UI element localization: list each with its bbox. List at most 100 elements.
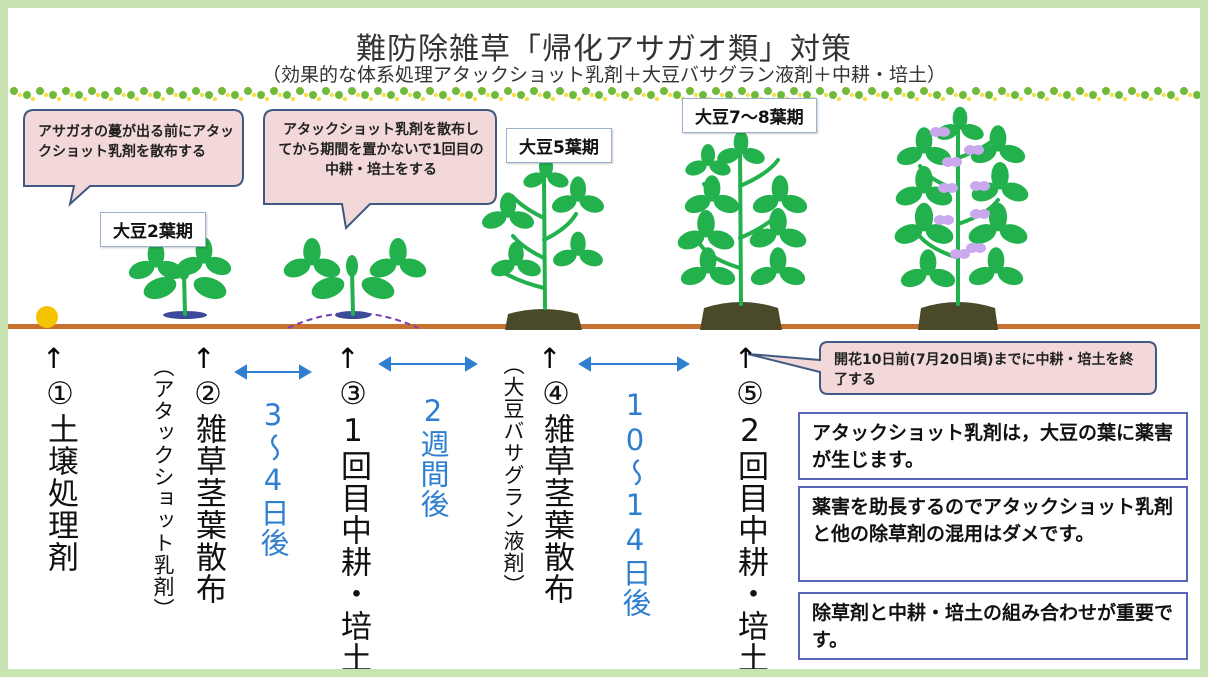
- vine-leaf-dot: [322, 87, 330, 95]
- interval-arrow-2-left-icon: [378, 356, 391, 372]
- vine-leaf-dot: [166, 87, 174, 95]
- vine-leaf-dot: [764, 87, 772, 95]
- vine-flower-dot: [30, 96, 36, 102]
- flower-icon: [938, 127, 950, 137]
- plant-2-leaf-leaflet: [399, 258, 427, 278]
- plant-5-leaf-leaflet: [925, 224, 954, 244]
- vine-flower-dot: [407, 92, 413, 98]
- plant-3-leaf-leaflet: [569, 176, 587, 202]
- soil-mound-1: [505, 309, 582, 330]
- interval-arrow-3-left-icon: [578, 356, 591, 372]
- vine-flower-dot: [472, 96, 478, 102]
- plant-3-leaf-leaflet: [579, 249, 603, 267]
- plant-4-leaf-leaflet: [684, 194, 711, 214]
- plant-4-leaf-leaflet: [707, 230, 735, 250]
- vine-leaf-dot: [790, 87, 798, 95]
- page-subtitle: （効果的な体系処理アタックショット乳剤＋大豆バサグラン液剤＋中耕・培土）: [261, 64, 946, 86]
- plant-4-leaf-leaflet: [699, 247, 717, 274]
- vine-leaf-dot: [530, 87, 538, 95]
- vine-flower-dot: [745, 92, 751, 98]
- plant-5-leaf-leaflet: [988, 202, 1008, 232]
- vine-leaf-dot: [296, 87, 304, 95]
- vine-flower-dot: [875, 92, 881, 98]
- tilled-soil-outline: [287, 312, 419, 329]
- vine-leaf-dot: [23, 91, 31, 99]
- diagram-canvas: 難防除雑草「帰化アサガオ類」対策 （効果的な体系処理アタックショット乳剤＋大豆バ…: [8, 8, 1200, 669]
- vine-leaf-dot: [426, 87, 434, 95]
- vine-leaf-dot: [140, 87, 148, 95]
- plant-3-leaf-leaflet: [517, 259, 541, 277]
- note-no-mixing: 薬害を助長するのでアタックショット乳剤と他の除草剤の混用はダメです。: [798, 486, 1188, 582]
- vine-leaf-dot: [725, 91, 733, 99]
- plant-4-leaf-leaflet: [742, 148, 765, 164]
- vine-flower-dot: [1018, 96, 1024, 102]
- plant-3-leaf-leaflet: [509, 211, 535, 229]
- flower-icon: [974, 243, 986, 253]
- vine-leaf-dot: [1024, 87, 1032, 95]
- vine-leaf-dot: [738, 87, 746, 95]
- plant-5-leaf-leaflet: [900, 268, 927, 288]
- vine-flower-dot: [719, 92, 725, 98]
- plant-3-branch: [504, 272, 546, 290]
- plant-1-leaf-leaflet: [147, 241, 165, 268]
- step-2-arrow-icon: ↑: [192, 342, 216, 375]
- vine-leaf-dot: [452, 87, 460, 95]
- vine-flower-dot: [290, 96, 296, 102]
- vine-leaf-dot: [10, 87, 18, 95]
- page-title: 難防除雑草「帰化アサガオ類」対策: [356, 32, 852, 67]
- interval-1-label: 3～4日後: [256, 398, 290, 558]
- plant-5-leaf-leaflet: [987, 247, 1005, 274]
- vine-leaf-dot: [1115, 91, 1123, 99]
- soil-mound-2: [700, 302, 782, 330]
- vine-leaf-dot: [127, 91, 135, 99]
- plant-4-leaf-leaflet: [779, 266, 806, 286]
- plant-1-stem: [182, 272, 187, 316]
- plant-5-leaf-leaflet: [952, 106, 968, 130]
- plant-5-leaf-leaflet: [894, 224, 923, 244]
- vine-flower-dot: [238, 96, 244, 102]
- step-1-arrow-icon: ↑: [42, 342, 66, 375]
- plant-2-leaf-leaflet: [389, 238, 407, 266]
- vine-leaf-dot: [270, 87, 278, 95]
- vine-leaf-dot: [387, 91, 395, 99]
- plant-4-leaf-leaflet: [680, 266, 707, 286]
- stage-label-7-8-leaf: 大豆7～8葉期: [682, 98, 817, 133]
- vine-flower-dot: [69, 92, 75, 98]
- vine-flower-dot: [199, 92, 205, 98]
- stage-label-5-leaf: 大豆5葉期: [506, 128, 612, 163]
- vine-flower-dot: [953, 92, 959, 98]
- stage-label-2-leaf: 大豆2葉期: [100, 212, 206, 247]
- vine-flower-dot: [329, 92, 335, 98]
- vine-leaf-dot: [920, 87, 928, 95]
- vine-leaf-dot: [231, 91, 239, 99]
- plant-2-stem: [350, 268, 355, 316]
- step-3-label: ③1回目中耕・培土: [335, 376, 371, 669]
- plant-5-leaf-leaflet: [1001, 182, 1029, 202]
- vine-flower-dot: [1148, 96, 1154, 102]
- vine-flower-dot: [121, 92, 127, 98]
- vine-flower-dot: [1135, 92, 1141, 98]
- plant-3-leaf-leaflet: [523, 172, 545, 188]
- interval-3-label: 10～14日後: [618, 388, 652, 618]
- vine-leaf-dot: [1089, 91, 1097, 99]
- vine-flower-dot: [823, 92, 829, 98]
- vine-leaf-dot: [842, 87, 850, 95]
- vine-leaf-dot: [88, 87, 96, 95]
- plant-5-leaf-leaflet: [919, 249, 937, 276]
- vine-leaf-dot: [634, 87, 642, 95]
- vine-flower-dot: [654, 96, 660, 102]
- vine-leaf-dot: [881, 91, 889, 99]
- vine-flower-dot: [524, 96, 530, 102]
- flower-icon: [972, 145, 984, 155]
- vine-flower-dot: [771, 92, 777, 98]
- plant-5-leaf-leaflet: [961, 124, 984, 140]
- plant-3-leaf-leaflet: [579, 195, 605, 213]
- vine-leaf-dot: [894, 87, 902, 95]
- vine-leaf-dot: [413, 91, 421, 99]
- plant-3-leaf-leaflet: [551, 195, 577, 213]
- plant-1-leaf-leaflet: [205, 256, 232, 276]
- flower-icon: [942, 215, 954, 225]
- step-2-sublabel: （アタックショット乳剤）: [151, 356, 175, 620]
- plant-4-leaf-leaflet: [677, 230, 705, 250]
- vine-leaf-dot: [1180, 87, 1188, 95]
